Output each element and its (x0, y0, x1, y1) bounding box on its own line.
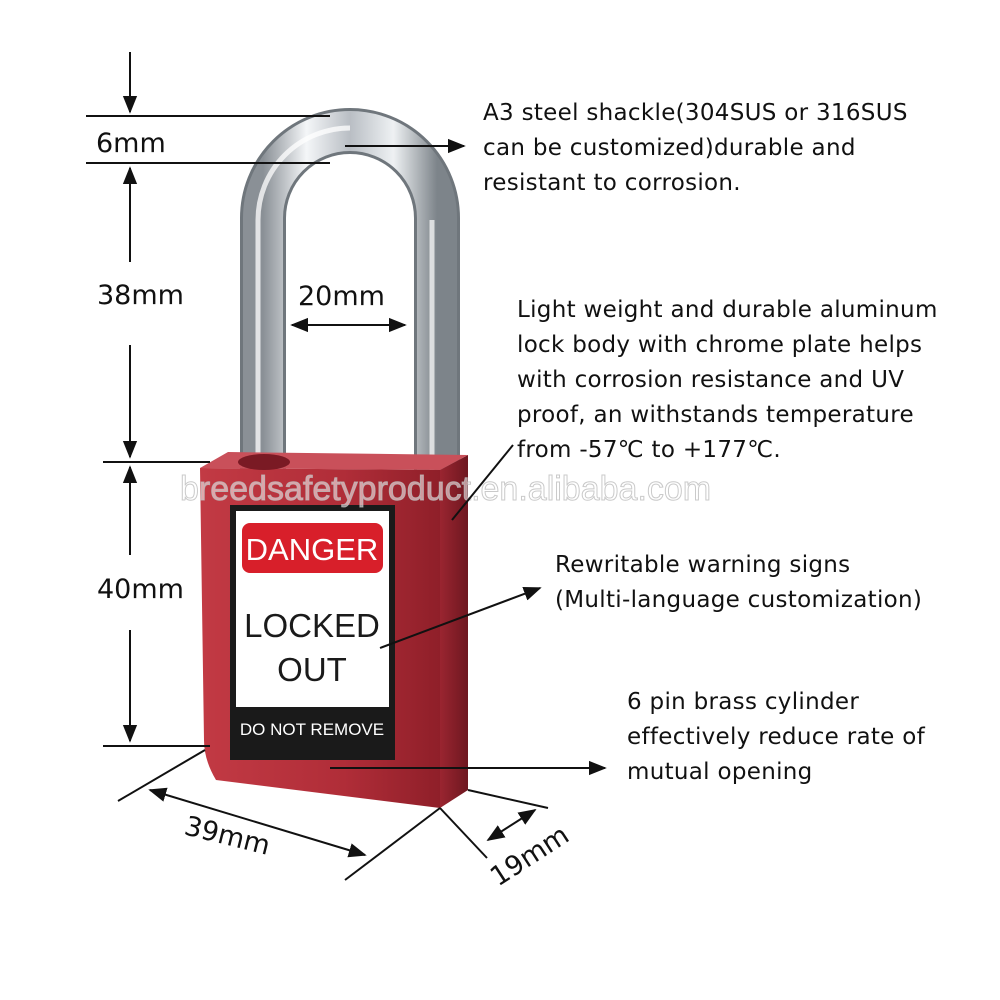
callout-line: from -57℃ to +177℃. (517, 437, 781, 463)
do-not-remove-text: DO NOT REMOVE (240, 720, 384, 739)
callout-line: with corrosion resistance and UV (517, 367, 905, 393)
callout-line: lock body with chrome plate helps (517, 332, 923, 358)
callout-line: A3 steel shackle(304SUS or 316SUS (483, 100, 908, 126)
callout-line: proof, an withstands temperature (517, 402, 914, 428)
callout-line: 6 pin brass cylinder (627, 689, 860, 715)
shackle (240, 108, 460, 470)
dim-body-height: 40mm (97, 574, 184, 605)
callout-line: can be customized)durable and (483, 135, 856, 161)
callout-body: Light weight and durable aluminum lock b… (517, 293, 938, 468)
watermark: breedsafetyproduct.en.alibaba.com (180, 470, 711, 508)
danger-text: DANGER (246, 532, 379, 567)
danger-header (240, 521, 385, 575)
callout-line: effectively reduce rate of (627, 724, 926, 750)
callout-arrows (330, 138, 607, 776)
callout-line: resistant to corrosion. (483, 170, 741, 196)
locked-text: LOCKED (244, 607, 380, 644)
warning-label: DANGER LOCKED OUT DO NOT REMOVE (230, 505, 395, 760)
callout-shackle: A3 steel shackle(304SUS or 316SUS can be… (483, 96, 908, 201)
dimension-lines (86, 52, 549, 881)
out-text: OUT (277, 651, 347, 688)
callout-signs: Rewritable warning signs (Multi-language… (555, 548, 922, 618)
callout-line: Light weight and durable aluminum (517, 297, 938, 323)
dim-body-width: 39mm (181, 811, 273, 862)
dim-body-depth: 19mm (485, 820, 575, 893)
callout-cylinder: 6 pin brass cylinder effectively reduce … (627, 685, 925, 790)
dim-shackle-thickness: 6mm (96, 128, 166, 159)
dim-shackle-clearance: 38mm (97, 280, 184, 311)
callout-line: mutual opening (627, 759, 813, 785)
dim-shackle-width: 20mm (298, 281, 385, 312)
callout-line: Rewritable warning signs (555, 552, 851, 578)
callout-line: (Multi-language customization) (555, 587, 923, 613)
